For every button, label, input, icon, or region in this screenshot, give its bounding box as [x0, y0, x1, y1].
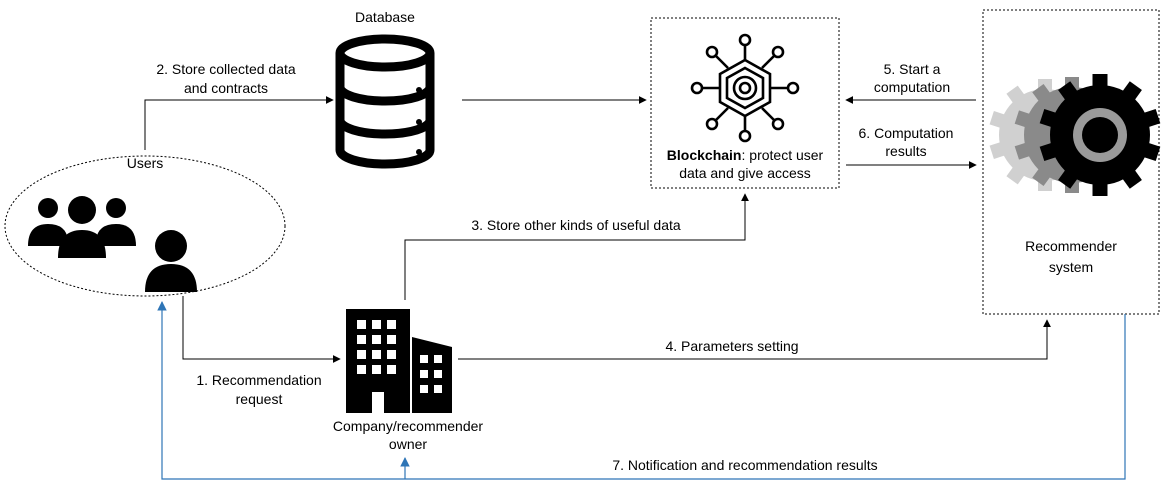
company-building-icon: [346, 309, 452, 413]
step1-label-line2: request: [236, 391, 283, 407]
arrow-recommendation-request: [182, 296, 341, 363]
recommender-label-line2: system: [1049, 259, 1093, 275]
users-group-icon: [28, 196, 136, 258]
blockchain-label-rest: : protect user: [742, 147, 824, 163]
recommender-box: [982, 9, 1160, 315]
gear-icon: [989, 74, 1161, 196]
step5-label-line1: 5. Start a: [884, 61, 941, 77]
step5-label-line2: computation: [874, 79, 950, 95]
blockchain-label-bold: Blockchain: [667, 147, 742, 163]
step6-label-line2: results: [885, 143, 926, 159]
step1-label-line1: 1. Recommendation: [196, 372, 321, 388]
single-user-icon: [145, 230, 197, 292]
step6-label-line1: 6. Computation: [859, 125, 954, 141]
blockchain-label: Blockchain: protect user: [667, 147, 824, 163]
blockchain-box: [650, 17, 840, 189]
step2-label-line2: and contracts: [184, 80, 268, 96]
step4-label: 4. Parameters setting: [665, 338, 798, 354]
users-label: Users: [127, 155, 164, 171]
arrow-store-collected-data: [144, 96, 334, 150]
step3-label: 3. Store other kinds of useful data: [471, 217, 681, 233]
database-icon: [335, 34, 435, 169]
arrow-store-other-data: [404, 193, 749, 300]
database-label: Database: [355, 9, 415, 25]
company-label-line2: owner: [389, 436, 427, 452]
blockchain-label-line2: data and give access: [679, 165, 811, 181]
arrow-parameters-setting: [458, 319, 1051, 360]
recommender-label-line1: Recommender: [1025, 238, 1117, 254]
step2-label-line1: 2. Store collected data: [156, 61, 296, 77]
step7-label: 7. Notification and recommendation resul…: [612, 457, 877, 473]
blockchain-icon: [690, 33, 800, 143]
company-label-line1: Company/recommender: [333, 418, 484, 434]
arrow-notification-to-user: [157, 301, 1126, 480]
users-group-boundary: [4, 155, 286, 297]
